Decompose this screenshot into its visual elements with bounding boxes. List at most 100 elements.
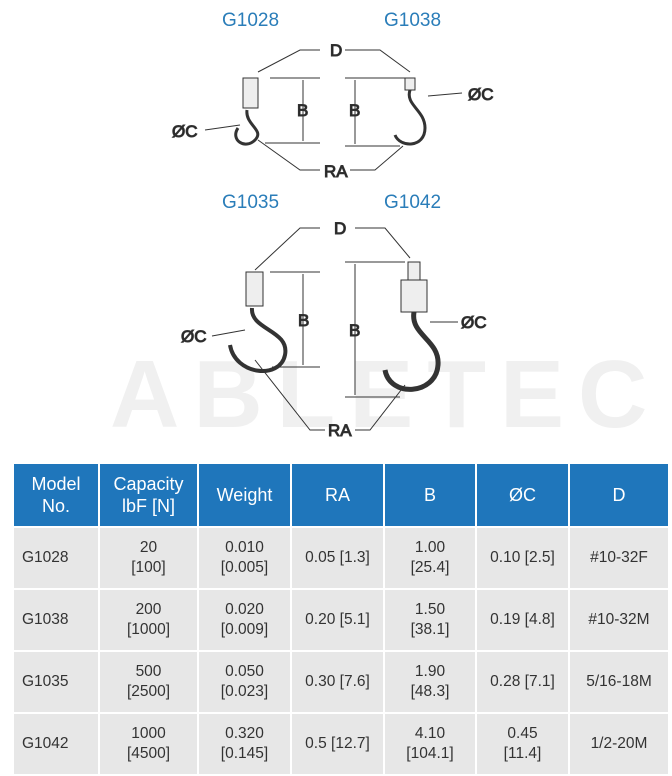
watermark: ABLETEC	[110, 341, 662, 448]
header-text: RA	[324, 485, 350, 505]
cell-weight: 0.010 [0.005]	[197, 526, 292, 590]
table-row: G1028 20 [100] 0.010 [0.005] 0.05 [1.3] 1.00 [2…	[12, 526, 670, 590]
cell-text: 0.5 [12.7]	[305, 735, 370, 752]
header-weight: Weight	[197, 462, 292, 528]
cell-text: 0.05 [1.3]	[305, 549, 370, 566]
cell-c: 0.45[11.4]	[475, 712, 570, 776]
model-title-g1042: G1042	[384, 192, 442, 213]
cell-ra: 0.30 [7.6]	[290, 650, 385, 714]
cell-text: 0.20 [5.1]	[305, 611, 370, 628]
cell-text: #10-32F	[590, 549, 648, 566]
cell-d: #10-32F	[568, 526, 670, 590]
cell-text: 1000	[131, 725, 166, 742]
cell-d: #10-32M	[568, 588, 670, 652]
header-text: D	[612, 485, 626, 505]
cell-ra: 0.20 [5.1]	[290, 588, 385, 652]
bottom-hook-diagram	[211, 227, 458, 431]
label-d-bottom: D	[334, 219, 346, 238]
header-b: B	[383, 462, 477, 528]
cell-text: 1.00	[414, 539, 446, 556]
model-title-g1035: G1035	[222, 192, 280, 213]
cell-text: [25.4]	[410, 559, 450, 576]
top-hook-diagram	[204, 49, 463, 171]
cell-model: G1035	[12, 650, 100, 714]
cell-ra: 0.05 [1.3]	[290, 526, 385, 590]
header-text: No.	[41, 496, 70, 516]
table-row: G1038 200 [1000] 0.020 [0.009] 0.20 [5.1] 1.50…	[12, 588, 670, 652]
label-b-bottom-left: B	[298, 311, 309, 330]
header-ra: RA	[290, 462, 385, 528]
label-ra-top: RA	[324, 162, 348, 181]
header-text: lbF [N]	[121, 496, 175, 516]
cell-text: G1038	[22, 611, 69, 628]
cell-text: 20	[139, 539, 158, 556]
cell-text: [2500]	[126, 683, 171, 700]
cell-model: G1028	[12, 526, 100, 590]
cell-text: [0.009]	[220, 621, 269, 638]
cell-text: [0.023]	[220, 683, 269, 700]
cell-capacity: 1000 [4500]	[98, 712, 199, 776]
label-c-top-right: ØC	[468, 85, 494, 104]
cell-b: 1.00 [25.4]	[383, 526, 477, 590]
cell-text: 0.30 [7.6]	[305, 673, 370, 690]
cell-text: [100]	[131, 559, 166, 576]
cell-b: 1.90[48.3]	[383, 650, 477, 714]
cell-weight: 0.020 [0.009]	[197, 588, 292, 652]
label-b-top-right: B	[349, 101, 360, 120]
table-row: G1042 1000 [4500] 0.320[0.145] 0.5 [12.7] 4.1…	[12, 712, 670, 776]
cell-text: 0.28 [7.1]	[490, 673, 555, 690]
cell-text: 0.45	[507, 725, 538, 742]
cell-b: 1.50 [38.1]	[383, 588, 477, 652]
cell-text: 0.010	[225, 539, 264, 556]
cell-text: [4500]	[126, 745, 171, 762]
label-c-bottom-right: ØC	[461, 313, 487, 332]
cell-text: G1042	[22, 735, 69, 752]
cell-text: [0.145]	[220, 745, 269, 762]
cell-text: 4.10	[414, 725, 446, 742]
cell-weight: 0.050 [0.023]	[197, 650, 292, 714]
cell-ra: 0.5 [12.7]	[290, 712, 385, 776]
header-text: ØC	[509, 485, 536, 505]
cell-c: 0.10 [2.5]	[475, 526, 570, 590]
cell-text: 5/16-18M	[586, 673, 652, 690]
hook-drawings: D B B ØC ØC RA D B B ØC ØC RA	[172, 41, 495, 441]
label-c-bottom-left: ØC	[181, 327, 207, 346]
cell-text: [38.1]	[410, 621, 450, 638]
model-title-g1038: G1038	[384, 10, 442, 31]
label-b-top-left: B	[297, 101, 308, 120]
cell-capacity: 500[2500]	[98, 650, 199, 714]
header-c: ØC	[475, 462, 570, 528]
cell-text: [0.005]	[220, 559, 269, 576]
cell-text: 1/2-20M	[590, 735, 648, 752]
cell-text: G1035	[22, 673, 69, 690]
cell-text: 200	[135, 601, 162, 618]
cell-text: 1.50	[414, 601, 446, 618]
cell-d: 1/2-20M	[568, 712, 670, 776]
cell-text: [104.1]	[406, 745, 454, 762]
cell-text: 0.020	[225, 601, 264, 618]
cell-text: 0.050	[225, 663, 264, 680]
cell-text: [1000]	[126, 621, 171, 638]
cell-text: 0.10 [2.5]	[490, 549, 555, 566]
cell-text: G1028	[22, 549, 69, 566]
cell-weight: 0.320[0.145]	[197, 712, 292, 776]
cell-model: G1038	[12, 588, 100, 652]
header-text: Weight	[216, 485, 273, 505]
label-c-top-left: ØC	[172, 122, 198, 141]
header-d: D	[568, 462, 670, 528]
table-row: G1035 500[2500] 0.050 [0.023] 0.30 [7.6] 1.90…	[12, 650, 670, 714]
cell-text: #10-32M	[588, 611, 650, 628]
cell-b: 4.10 [104.1]	[383, 712, 477, 776]
cell-text: [48.3]	[410, 683, 450, 700]
cell-c: 0.28 [7.1]	[475, 650, 570, 714]
header-text: Model	[31, 474, 81, 494]
cell-d: 5/16-18M	[568, 650, 670, 714]
model-title-g1028: G1028	[222, 10, 280, 31]
cell-capacity: 200 [1000]	[98, 588, 199, 652]
cell-capacity: 20 [100]	[98, 526, 199, 590]
cell-text: 0.19 [4.8]	[490, 611, 555, 628]
label-d-top: D	[330, 41, 342, 60]
